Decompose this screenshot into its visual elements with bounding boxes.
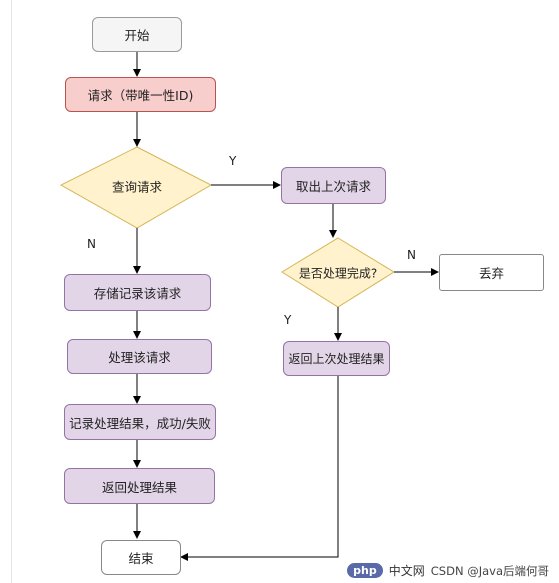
edge-label-check-no: N: [407, 248, 416, 262]
start-node: 开始: [92, 17, 182, 52]
discard-node: 丢弃: [439, 254, 544, 291]
canvas-left-rule: [11, 0, 12, 583]
edge-label-query-no: N: [87, 237, 96, 251]
watermark-site: 中文网: [388, 564, 425, 578]
php-logo-icon: php: [347, 563, 383, 578]
store-node: 存储记录该请求: [64, 274, 211, 311]
process-node: 处理该请求: [67, 339, 212, 374]
edge-returnlast-end: [180, 376, 339, 561]
end-node: 结束: [101, 540, 181, 575]
watermark: php 中文网 CSDN @Java后端何哥: [347, 562, 549, 579]
return-result-node: 返回处理结果: [64, 468, 215, 504]
record-node: 记录处理结果，成功/失败: [64, 404, 216, 440]
return-last-node: 返回上次处理结果: [283, 341, 390, 376]
edge-label-check-yes: Y: [284, 313, 292, 327]
fetch-last-node: 取出上次请求: [281, 167, 386, 204]
request-node: 请求（带唯一性ID): [65, 77, 216, 112]
watermark-credit: CSDN @Java后端何哥: [430, 563, 549, 578]
query-decision-label: 查询请求: [111, 179, 163, 195]
check-decision-label: 是否处理完成?: [298, 266, 378, 281]
edge-label-query-yes: Y: [229, 154, 237, 168]
